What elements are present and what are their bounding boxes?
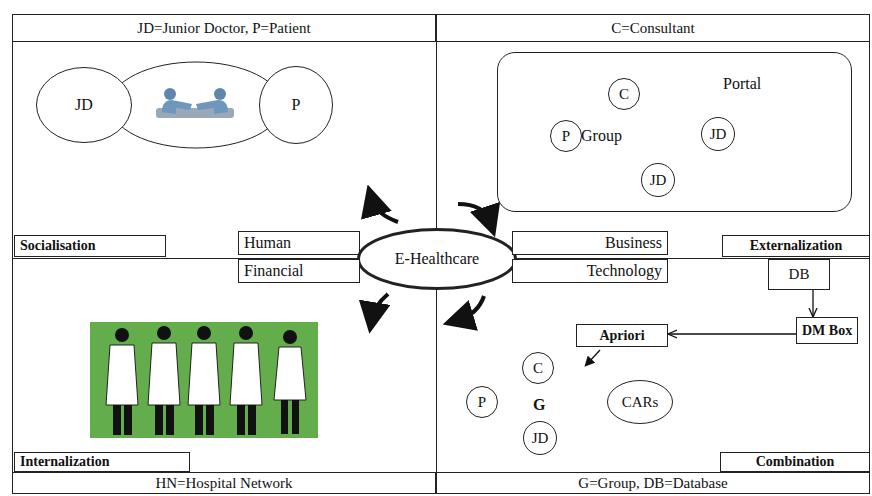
node-text: Financial xyxy=(244,262,304,280)
ellipse-outline xyxy=(609,79,640,110)
label-box: Technology xyxy=(512,259,668,283)
node-text: Technology xyxy=(587,262,662,280)
node-text: E-Healthcare xyxy=(395,250,479,268)
node-text: G=Group, DB=Database xyxy=(578,475,727,492)
node-text: HN=Hospital Network xyxy=(155,475,292,492)
label-box: G=Group, DB=Database xyxy=(436,472,870,494)
label-box: Internalization xyxy=(14,452,190,472)
node-text: Business xyxy=(605,234,662,252)
ellipse-node: JD xyxy=(641,163,675,197)
ellipse-outline xyxy=(37,68,132,143)
node-text: JD=Junior Doctor, P=Patient xyxy=(137,20,310,37)
ellipse-outline xyxy=(359,230,516,289)
ellipse-node: P xyxy=(466,386,498,418)
ellipse-node: C xyxy=(522,352,554,384)
doctors-illustration xyxy=(90,322,318,438)
node-text: CARs xyxy=(622,394,659,411)
label-box: Human xyxy=(238,231,360,255)
portal-box: PortalGroup C P JD JD xyxy=(497,52,852,212)
ellipse-outline xyxy=(608,381,673,424)
ellipse-node: P xyxy=(259,66,333,144)
node-text: C=Consultant xyxy=(611,20,694,37)
node-text: Group xyxy=(581,127,622,145)
label-box: Apriori xyxy=(576,324,668,347)
label-box: Business xyxy=(512,231,668,255)
node-text: C xyxy=(619,86,629,103)
label-box: Financial xyxy=(238,259,360,283)
ellipse-node: JD xyxy=(523,421,557,455)
node-text: Portal xyxy=(723,75,761,93)
label-box: Externalization xyxy=(722,235,870,257)
ellipse-outline xyxy=(523,353,554,384)
ellipse-node: CARs xyxy=(607,380,673,424)
node-text: P xyxy=(292,96,301,114)
label-box: C=Consultant xyxy=(436,14,870,42)
label-box: DM Box xyxy=(796,317,858,344)
label-box: Combination xyxy=(720,452,870,472)
ellipse-outline xyxy=(467,387,498,418)
handshake-icon xyxy=(156,88,234,118)
node-text: DM Box xyxy=(802,323,852,338)
node-text: P xyxy=(562,128,570,145)
node-text: Externalization xyxy=(750,238,843,253)
group-label: G xyxy=(533,396,545,414)
ellipse-node: JD xyxy=(701,117,735,151)
ellipse-outline xyxy=(702,118,735,151)
label-box: Socialisation xyxy=(14,235,166,257)
node-text: JD xyxy=(710,126,727,143)
node-text: JD xyxy=(532,430,549,447)
leader-arrow xyxy=(588,350,600,363)
node-text: C xyxy=(533,360,543,377)
node-text: Human xyxy=(244,234,291,252)
ellipse-outline xyxy=(551,121,582,152)
label-box: JD=Junior Doctor, P=Patient xyxy=(12,14,436,42)
node-text: P xyxy=(478,394,486,411)
node-text: JD xyxy=(650,172,667,189)
ellipse-node: E-Healthcare xyxy=(357,228,517,290)
node-text: Socialisation xyxy=(20,238,95,253)
flow-arrow xyxy=(812,290,813,317)
flow-arrow xyxy=(668,333,796,334)
outer-frame xyxy=(13,15,870,494)
ellipse-node: JD xyxy=(36,67,132,143)
node-text: JD xyxy=(75,96,93,114)
label-box: HN=Hospital Network xyxy=(12,472,436,494)
node-text: Internalization xyxy=(20,454,109,469)
node-text: Combination xyxy=(756,454,835,469)
node-text: Apriori xyxy=(599,328,644,343)
meeting-ellipse xyxy=(110,62,282,148)
ellipse-outline xyxy=(642,164,675,197)
node-text: DB xyxy=(789,266,810,283)
ellipse-node: C xyxy=(608,78,640,110)
ellipse-node: P xyxy=(550,120,582,152)
ellipse-outline xyxy=(524,422,557,455)
label-box: DB xyxy=(768,259,830,290)
ellipse-outline xyxy=(260,67,333,144)
